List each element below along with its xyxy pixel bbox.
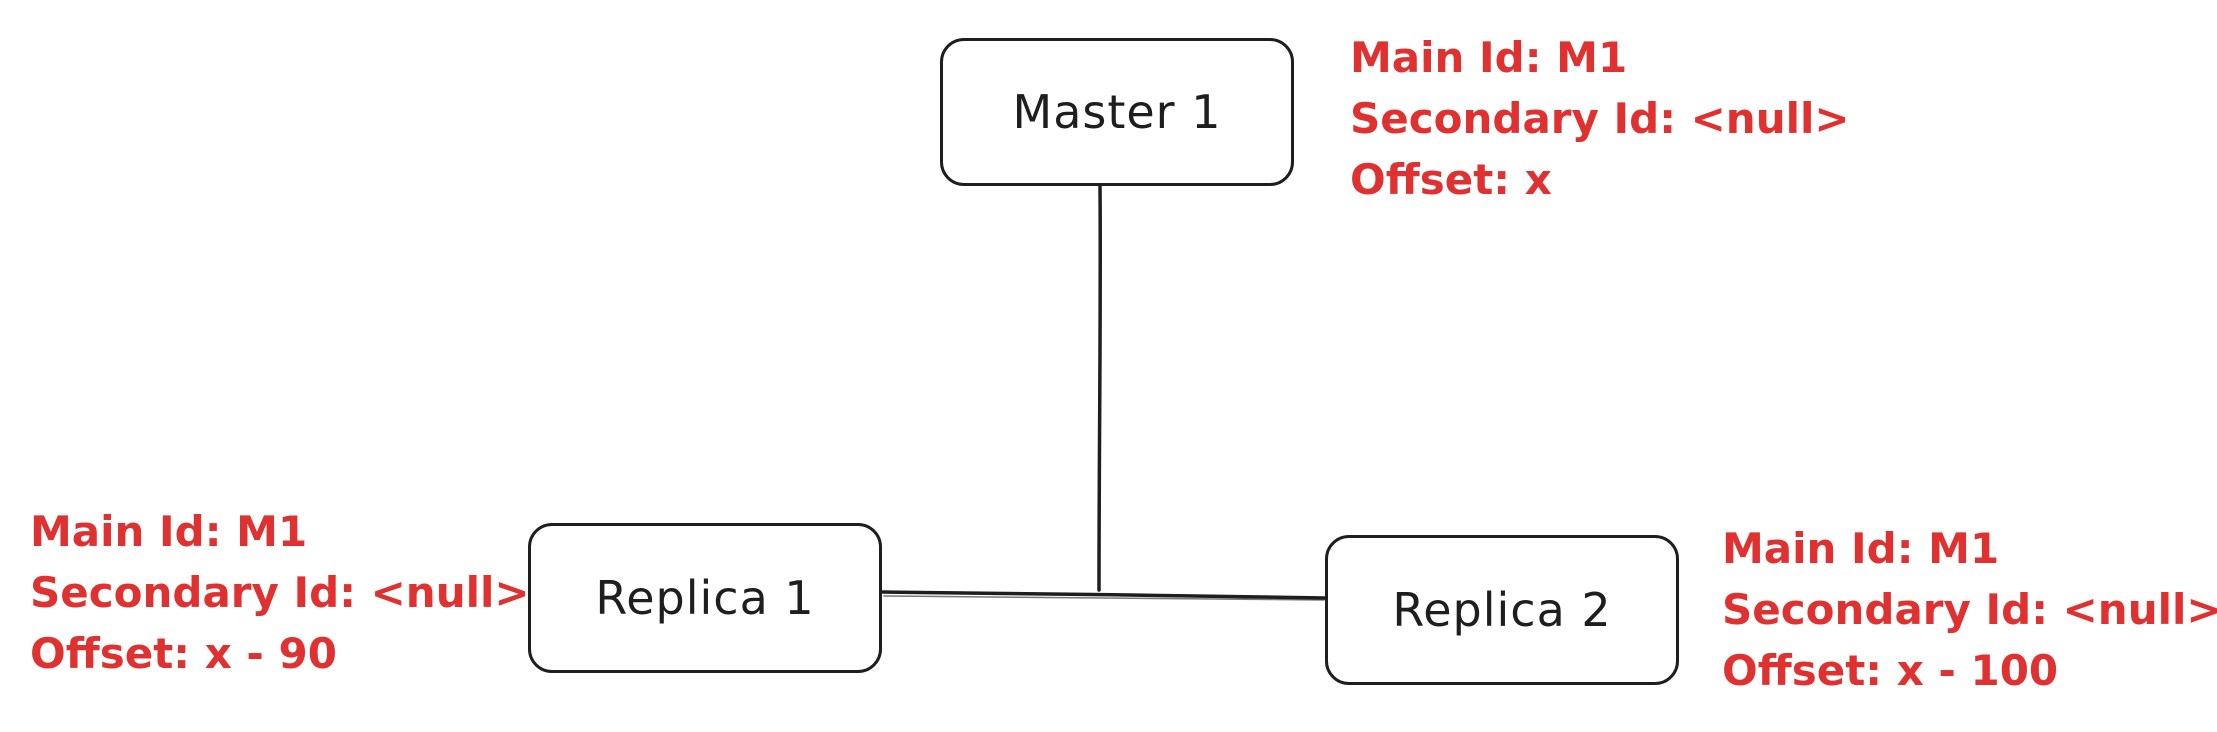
replica-2-node[interactable]: Replica 2 (1325, 535, 1679, 685)
replica-2-label: Replica 2 (1392, 583, 1612, 637)
master-1-node[interactable]: Master 1 (940, 38, 1294, 186)
replica-2-secondary-id: Secondary Id: <null> (1722, 585, 2217, 634)
master-to-junction-line (1097, 184, 1103, 592)
master-1-annotation: Main Id: M1 Secondary Id: <null> Offset:… (1350, 27, 1850, 210)
replica-1-main-id: Main Id: M1 (30, 507, 308, 556)
replica-1-annotation: Main Id: M1 Secondary Id: <null> Offset:… (30, 501, 530, 684)
master-1-label: Master 1 (1012, 85, 1222, 139)
replica-1-secondary-id: Secondary Id: <null> (30, 568, 530, 617)
replica-1-offset: Offset: x - 90 (30, 629, 337, 678)
master-1-offset: Offset: x (1350, 155, 1552, 204)
replica1-to-replica2-line-sketch (883, 595, 1325, 601)
master-1-secondary-id: Secondary Id: <null> (1350, 94, 1850, 143)
replica-1-label: Replica 1 (595, 571, 815, 625)
master-1-main-id: Main Id: M1 (1350, 33, 1628, 82)
replica1-to-replica2-line (881, 590, 1327, 600)
replica-1-node[interactable]: Replica 1 (528, 523, 882, 673)
replica-2-offset: Offset: x - 100 (1722, 646, 2059, 695)
replica-2-main-id: Main Id: M1 (1722, 524, 2000, 573)
replica-2-annotation: Main Id: M1 Secondary Id: <null> Offset:… (1722, 518, 2217, 701)
